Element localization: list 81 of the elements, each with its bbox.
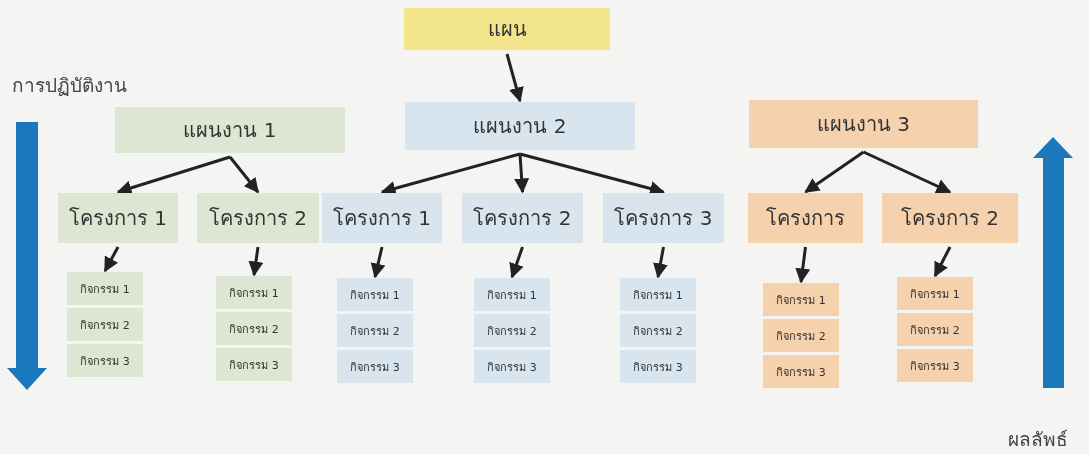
box-label: โครงการ 3 — [614, 205, 713, 232]
box-label: กิจกรรม 3 — [350, 359, 400, 376]
arrow — [804, 150, 865, 194]
activity-box — [337, 314, 413, 347]
program-box — [115, 107, 345, 153]
activity-box — [337, 350, 413, 383]
box-label: กิจกรรม 3 — [229, 357, 279, 374]
arrow — [116, 155, 231, 196]
activity-box — [474, 314, 550, 347]
box-label: กิจกรรม 2 — [350, 323, 400, 340]
project-box — [197, 193, 319, 243]
box-label: กิจกรรม 1 — [80, 281, 130, 298]
box-label: กิจกรรม 3 — [910, 358, 960, 375]
box-label: แผน — [487, 16, 527, 43]
arrow — [380, 152, 521, 196]
activity-box — [474, 350, 550, 383]
box-label: กิจกรรม 3 — [633, 359, 683, 376]
arrow — [514, 153, 530, 194]
project-box — [322, 193, 442, 243]
activity-box — [620, 314, 696, 347]
box-label: โครงการ 2 — [473, 205, 572, 232]
box-label: กิจกรรม 1 — [776, 292, 826, 309]
activity-box — [620, 278, 696, 311]
activity-box — [763, 319, 839, 352]
box-label: แผนงาน 3 — [816, 111, 911, 138]
arrow — [248, 246, 264, 277]
box-label: กิจกรรม 1 — [229, 285, 279, 302]
arrow — [228, 156, 260, 194]
arrow — [862, 150, 952, 194]
program-box — [405, 102, 635, 150]
box-label: กิจกรรม 1 — [350, 287, 400, 304]
activity-box — [216, 312, 292, 345]
arrow — [509, 246, 524, 279]
activity-box — [216, 348, 292, 381]
activity-box — [67, 344, 143, 377]
box-label: กิจกรรม 2 — [80, 317, 130, 334]
box-label: กิจกรรม 3 — [80, 353, 130, 370]
axis-label: ผลลัพธ์ — [1008, 427, 1068, 452]
axis-label: การปฏิบัติงาน — [12, 73, 127, 98]
box-label: กิจกรรม 2 — [633, 323, 683, 340]
project-box — [603, 193, 724, 243]
program-box — [749, 100, 978, 148]
activity-box — [897, 313, 973, 346]
project-box — [462, 193, 583, 243]
plan-box — [404, 8, 610, 50]
arrow — [795, 246, 811, 284]
activity-box — [67, 272, 143, 305]
box-label: โครงการ 1 — [68, 205, 168, 232]
box-label: กิจกรรม 1 — [910, 286, 960, 303]
box-label: กิจกรรม 2 — [910, 322, 960, 339]
box-label: กิจกรรม 1 — [633, 287, 683, 304]
arrow — [519, 152, 665, 196]
activity-box — [897, 277, 973, 310]
box-label: โครงการ 2 — [208, 205, 308, 232]
arrow — [505, 53, 524, 103]
box-label: กิจกรรม 2 — [229, 321, 279, 338]
project-box — [58, 193, 178, 243]
project-box — [748, 193, 863, 243]
box-label: กิจกรรม 3 — [776, 364, 826, 381]
arrow — [370, 246, 386, 279]
arrow — [653, 246, 668, 279]
box-label: โครงการ 2 — [900, 205, 1000, 232]
activity-box — [763, 283, 839, 316]
activity-box — [474, 278, 550, 311]
activity-box — [897, 349, 973, 382]
activity-box — [620, 350, 696, 383]
box-label: แผนงาน 1 — [183, 117, 277, 144]
box-label: กิจกรรม 2 — [487, 323, 537, 340]
activity-box — [216, 276, 292, 309]
box-label: กิจกรรม 1 — [487, 287, 537, 304]
box-label: กิจกรรม 2 — [776, 328, 826, 345]
activity-box — [763, 355, 839, 388]
project-box — [882, 193, 1018, 243]
box-label: โครงการ — [766, 205, 845, 232]
activity-box — [337, 278, 413, 311]
arrow — [103, 246, 120, 273]
box-label: กิจกรรม 3 — [487, 359, 537, 376]
box-label: โครงการ 1 — [332, 205, 432, 232]
arrow — [933, 246, 952, 278]
activity-box — [67, 308, 143, 341]
box-label: แผนงาน 2 — [473, 113, 567, 140]
